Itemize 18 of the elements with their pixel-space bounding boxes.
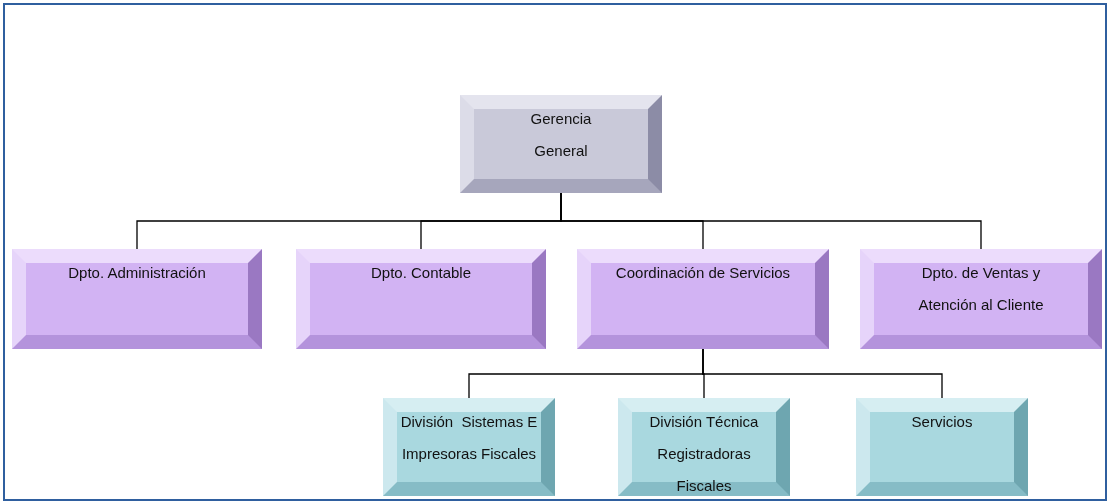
department-box xyxy=(860,249,1102,349)
division-box xyxy=(618,398,790,496)
unit-name: División Sistemas E Impresoras Fiscales xyxy=(399,412,539,464)
department-box xyxy=(12,249,262,349)
unit-name: Dpto. de Ventas y Atención al Cliente xyxy=(917,263,1045,315)
unit-name: Dpto. Contable xyxy=(369,263,473,283)
division-box xyxy=(856,398,1028,496)
unit-name: División Técnica Registradoras Fiscales xyxy=(648,412,760,496)
unit-name: Dpto. Administración xyxy=(67,263,207,283)
department-box xyxy=(296,249,546,349)
connector-line xyxy=(702,348,943,399)
connector-line xyxy=(560,192,982,250)
division-box xyxy=(383,398,555,496)
unit-name: Coordinación de Servicios xyxy=(614,263,792,283)
unit-name: Gerencia General xyxy=(529,109,593,161)
department-box xyxy=(577,249,829,349)
unit-name: Servicios xyxy=(910,412,974,432)
manager-box xyxy=(460,95,662,193)
